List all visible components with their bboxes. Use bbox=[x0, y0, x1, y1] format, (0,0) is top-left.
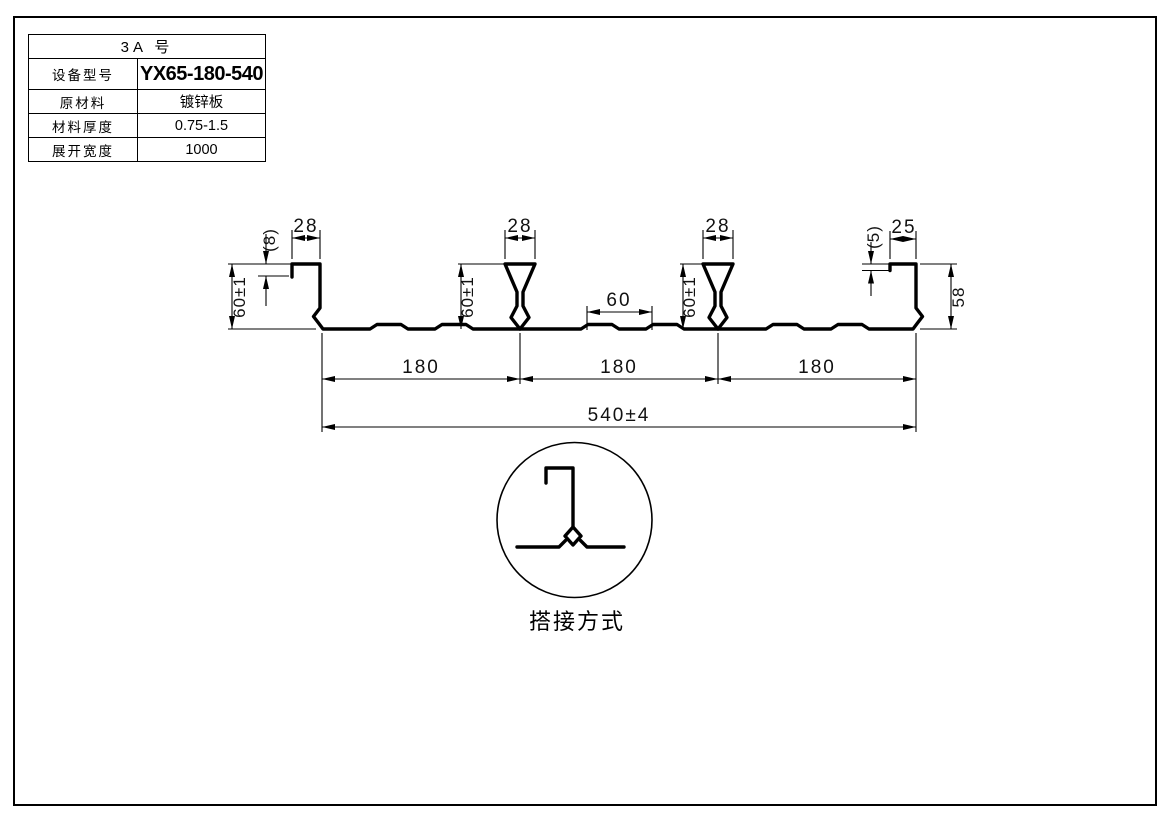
dimension-groove-spacing: 60 bbox=[586, 290, 653, 330]
dimension-rib2-width: 28 bbox=[702, 216, 734, 259]
detail-upper-sheet bbox=[544, 466, 575, 529]
dim-rib2-width-text: 28 bbox=[705, 216, 730, 237]
sheet-border bbox=[13, 16, 1157, 806]
dim-span1-text: 180 bbox=[402, 357, 440, 378]
dim-groove-spacing-text: 60 bbox=[606, 290, 631, 311]
dim-left-lip-text: (8) bbox=[260, 228, 279, 252]
dimension-right-height: 58 bbox=[920, 263, 968, 330]
dimension-left-lip: (8) bbox=[228, 228, 291, 306]
dimension-overall-width: 540±4 bbox=[322, 405, 916, 430]
dimension-rib2-height: 60±1 bbox=[680, 263, 702, 329]
dimension-right-flange: 25 bbox=[889, 217, 917, 259]
spec-value-width: 1000 bbox=[137, 137, 266, 162]
dimension-left-height: 60±1 bbox=[228, 264, 316, 330]
lap-joint-detail: 搭接方式 bbox=[496, 441, 653, 634]
dim-left-height-text: 60±1 bbox=[230, 276, 249, 318]
spec-label-thickness: 材料厚度 bbox=[28, 113, 138, 138]
spec-value-material: 镀锌板 bbox=[137, 89, 266, 114]
dim-span3-text: 180 bbox=[798, 357, 836, 378]
dim-right-lip-text: (5) bbox=[864, 225, 883, 249]
spec-value-model: YX65-180-540 bbox=[140, 62, 263, 85]
spec-row-material: 原材料 镀锌板 bbox=[28, 89, 266, 114]
detail-caption: 搭接方式 bbox=[529, 609, 625, 634]
dimension-rib1-height: 60±1 bbox=[458, 263, 504, 329]
dim-span2-text: 180 bbox=[600, 357, 638, 378]
dim-rib1-height-text: 60±1 bbox=[458, 276, 477, 318]
dim-rib2-height-text: 60±1 bbox=[680, 276, 699, 318]
profile-cross-section bbox=[290, 262, 925, 331]
dimension-left-flange: 28 bbox=[291, 216, 321, 259]
dimension-rib1-width: 28 bbox=[504, 216, 536, 259]
detail-circle bbox=[496, 441, 653, 599]
dimension-spans: 180 180 180 bbox=[321, 333, 917, 432]
dim-rib1-width-text: 28 bbox=[507, 216, 532, 237]
dim-left-flange-text: 28 bbox=[293, 216, 318, 237]
profile-rib bbox=[701, 262, 735, 331]
detail-diamond-lock bbox=[563, 525, 583, 547]
spec-label-width: 展开宽度 bbox=[28, 137, 138, 162]
spec-row-width: 展开宽度 1000 bbox=[28, 137, 266, 162]
dim-right-flange-text: 25 bbox=[891, 217, 916, 238]
detail-lower-sheet-right bbox=[578, 538, 626, 549]
dimension-right-lip: (5) bbox=[862, 225, 889, 296]
profile-outline bbox=[290, 262, 925, 331]
profile-rib bbox=[503, 262, 537, 331]
dim-right-height-text: 58 bbox=[949, 287, 968, 308]
detail-lower-sheet-left bbox=[515, 538, 568, 549]
dim-overall-width-text: 540±4 bbox=[588, 405, 651, 426]
spec-table: 3A 号 设备型号 YX65-180-540 原材料 镀锌板 材料厚度 0.75… bbox=[28, 34, 266, 162]
